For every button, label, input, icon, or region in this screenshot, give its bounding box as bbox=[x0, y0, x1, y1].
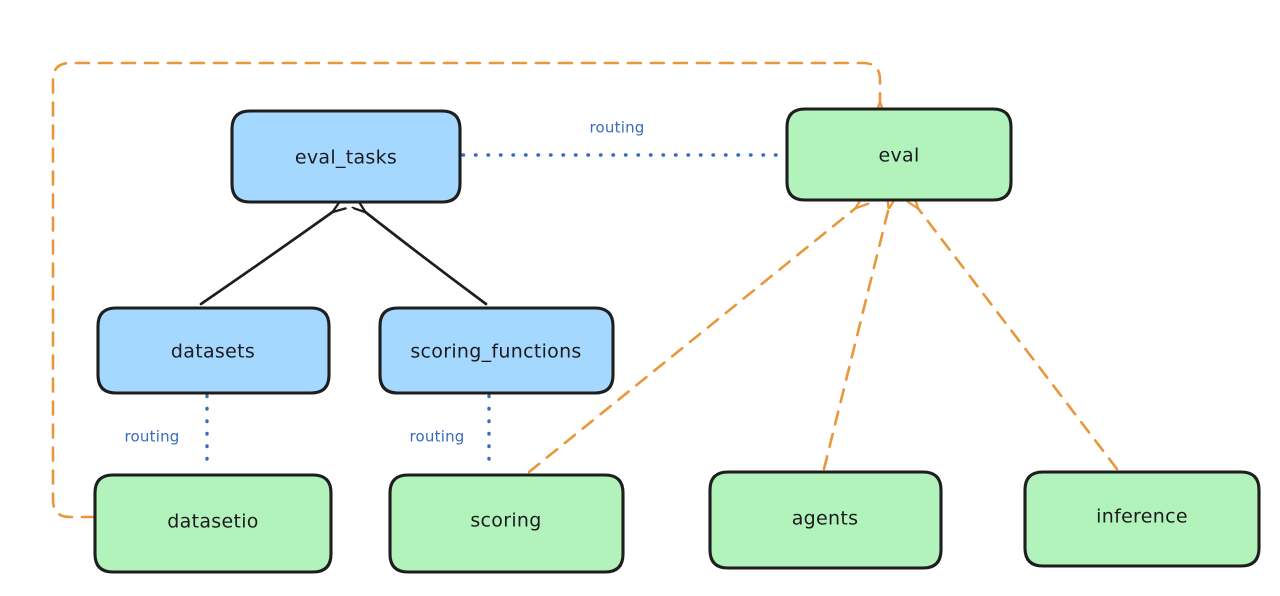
edge-datasetio-eval bbox=[51, 61, 880, 519]
node-agents[interactable]: agents bbox=[708, 470, 943, 570]
node-datasetio[interactable]: datasetio bbox=[93, 473, 333, 574]
node-label-datasetio: datasetio bbox=[167, 511, 258, 533]
node-eval[interactable]: eval bbox=[785, 107, 1013, 202]
edge-agents-eval bbox=[822, 207, 889, 471]
node-label-agents: agents bbox=[792, 508, 859, 530]
edge-scoring-eval bbox=[527, 207, 857, 474]
edge-label-routing-datasetio: routing bbox=[125, 428, 180, 446]
node-inference[interactable]: inference bbox=[1023, 470, 1261, 568]
node-label-eval_tasks: eval_tasks bbox=[295, 147, 397, 169]
node-label-scoring_functions: scoring_functions bbox=[410, 341, 581, 363]
edge-datasets-eval_tasks bbox=[199, 211, 334, 306]
node-label-inference: inference bbox=[1096, 506, 1188, 528]
edge-label-routing-eval: routing bbox=[590, 119, 645, 137]
edge-scoring_functions-eval_tasks bbox=[364, 211, 488, 306]
edge-inference-eval bbox=[917, 207, 1119, 471]
node-datasets[interactable]: datasets bbox=[96, 306, 331, 395]
node-eval_tasks[interactable]: eval_tasks bbox=[230, 109, 462, 204]
node-label-datasets: datasets bbox=[171, 341, 255, 363]
edge-label-routing-scoring: routing bbox=[410, 428, 465, 446]
node-scoring_functions[interactable]: scoring_functions bbox=[378, 306, 615, 395]
node-scoring[interactable]: scoring bbox=[388, 473, 625, 574]
node-label-scoring: scoring bbox=[470, 510, 541, 532]
node-label-eval: eval bbox=[878, 145, 919, 167]
